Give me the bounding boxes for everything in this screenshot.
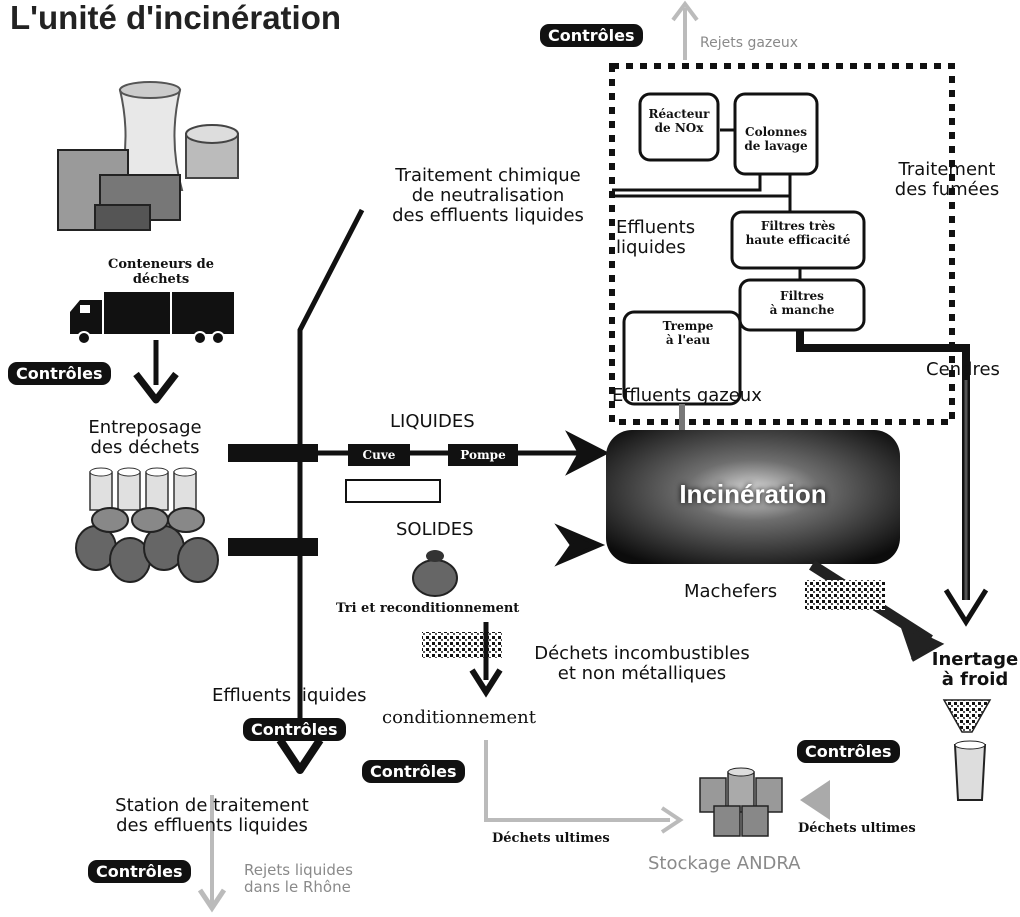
label-colonnes: Colonnes de lavage xyxy=(744,125,808,153)
label-conditionnement: conditionnement xyxy=(382,707,537,728)
inertage-cup xyxy=(953,744,987,801)
controls-badge-top: Contrôles xyxy=(540,24,643,48)
label-liquides: LIQUIDES xyxy=(390,411,475,432)
label-rejets-gazeux: Rejets gazeux xyxy=(700,35,799,51)
label-conteneurs: Conteneurs de déchets xyxy=(108,257,214,287)
incinerator xyxy=(606,430,900,564)
plant-illustration xyxy=(57,81,239,231)
label-station: Station de traitement des effluents liqu… xyxy=(115,795,309,837)
incombustible-gravel xyxy=(422,632,502,658)
controls-badge-effluents: Contrôles xyxy=(243,718,346,742)
bags-illustration xyxy=(75,507,219,583)
sort-bag xyxy=(412,559,458,597)
label-cendres: Cendres xyxy=(926,359,1000,380)
label-traitement-fumees: Traitement des fumées xyxy=(894,159,1000,201)
label-effluents-liquides-bottom: Effluents liquides xyxy=(212,685,367,706)
label-rejets-liquides: Rejets liquides dans le Rhône xyxy=(244,861,353,896)
flue-treatment-box xyxy=(609,63,955,425)
effluent-pipe xyxy=(297,208,365,740)
washing-columns xyxy=(733,92,819,176)
label-cuve: Cuve xyxy=(348,444,410,466)
label-dechets-ultimes-left: Déchets ultimes xyxy=(492,831,610,846)
label-stockage: Stockage ANDRA xyxy=(648,853,801,874)
label-inertage: Inertage à froid xyxy=(931,649,1019,691)
andra-drums xyxy=(699,767,783,837)
label-effluents-gazeux: Effluents gazeux xyxy=(612,385,762,406)
machefers-gravel xyxy=(805,580,885,610)
label-reacteur: Réacteur de NOx xyxy=(648,107,710,135)
label-trempe: Trempe à l'eau xyxy=(662,319,714,347)
controls-badge-rejets: Contrôles xyxy=(88,860,191,884)
controls-badge-ultimes: Contrôles xyxy=(797,740,900,764)
label-tri: Tri et reconditionnement xyxy=(336,601,520,616)
label-effluents-liquides-top: Effluents liquides xyxy=(616,217,696,259)
nox-reactor xyxy=(638,92,720,162)
label-incineration: Incinération xyxy=(679,479,827,509)
truck-illustration xyxy=(70,292,234,345)
label-filtres-tres: Filtres très haute efficacité xyxy=(745,219,851,247)
solid-bar xyxy=(228,538,318,556)
label-traitement-chimique: Traitement chimique de neutralisation de… xyxy=(392,165,584,227)
label-filtres-manche: Filtres à manche xyxy=(769,289,835,317)
label-dechets-incombustibles: Déchets incombustibles et non métallique… xyxy=(534,643,750,685)
page-title: L'unité d'incinération xyxy=(10,0,342,36)
controls-badge-conditionnement: Contrôles xyxy=(362,760,465,784)
label-pompe: Pompe xyxy=(448,444,518,466)
filters-hepa xyxy=(730,210,866,270)
controls-badge-truck: Contrôles xyxy=(8,362,111,386)
label-entreposage: Entreposage des déchets xyxy=(88,417,202,459)
drums-illustration xyxy=(89,467,197,511)
label-dechets-ultimes-right: Déchets ultimes xyxy=(798,821,916,836)
label-solides: SOLIDES xyxy=(396,519,474,540)
label-machefers: Machefers xyxy=(684,581,778,602)
liquid-bar xyxy=(228,444,318,462)
